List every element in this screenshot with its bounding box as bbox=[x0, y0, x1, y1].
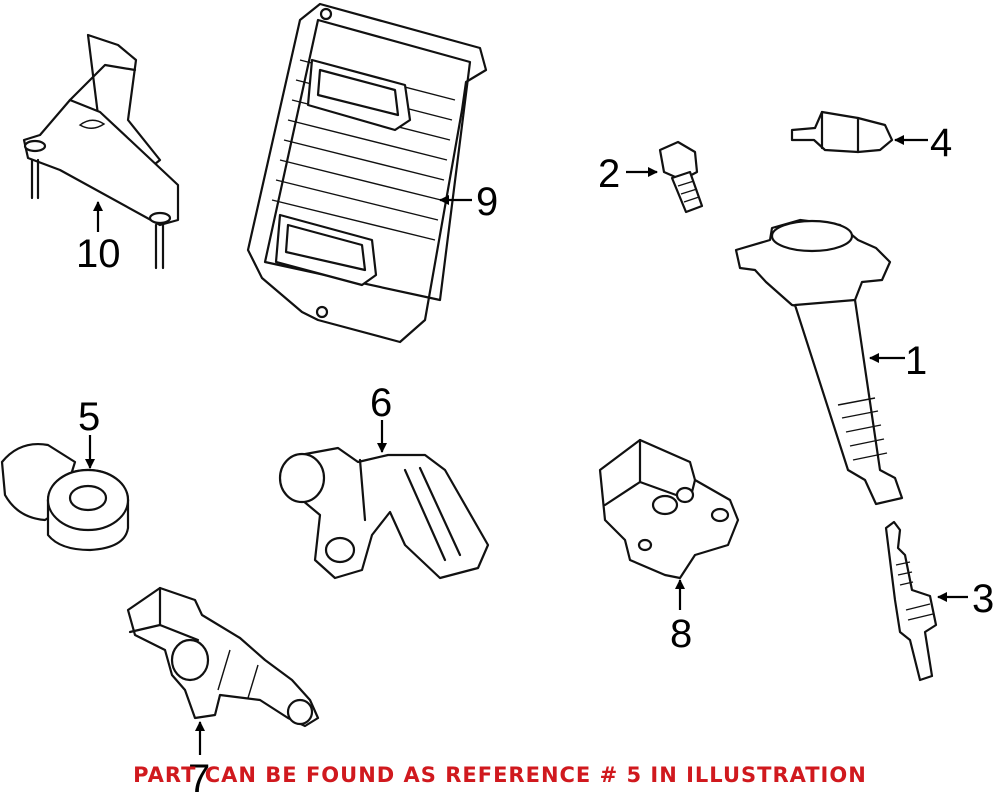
reference-notice: PART CAN BE FOUND AS REFERENCE # 5 IN IL… bbox=[133, 763, 867, 787]
callout-6: 6 bbox=[370, 381, 392, 425]
callout-1: 1 bbox=[905, 339, 927, 383]
callout-4: 4 bbox=[930, 121, 952, 165]
callout-2: 2 bbox=[598, 152, 620, 196]
callout-9: 9 bbox=[476, 180, 498, 224]
callout-8: 8 bbox=[670, 612, 692, 656]
part-10-bracket bbox=[22, 33, 180, 270]
callout-3: 3 bbox=[972, 577, 994, 621]
part-9-ecu-module bbox=[246, 2, 488, 344]
part-5-knock-sensor bbox=[0, 435, 130, 552]
part-7-crank-sensor bbox=[126, 586, 320, 755]
callout-7: 7 bbox=[188, 757, 210, 796]
part-3-spark-plug bbox=[884, 520, 968, 682]
callout-5: 5 bbox=[78, 395, 100, 439]
part-6-cam-sensor bbox=[278, 420, 490, 580]
callout-10: 10 bbox=[76, 232, 121, 276]
part-4-sensor bbox=[790, 110, 928, 154]
part-2-bolt bbox=[626, 140, 704, 214]
part-8-map-sensor bbox=[598, 438, 740, 610]
part-1-ignition-coil bbox=[734, 218, 905, 506]
